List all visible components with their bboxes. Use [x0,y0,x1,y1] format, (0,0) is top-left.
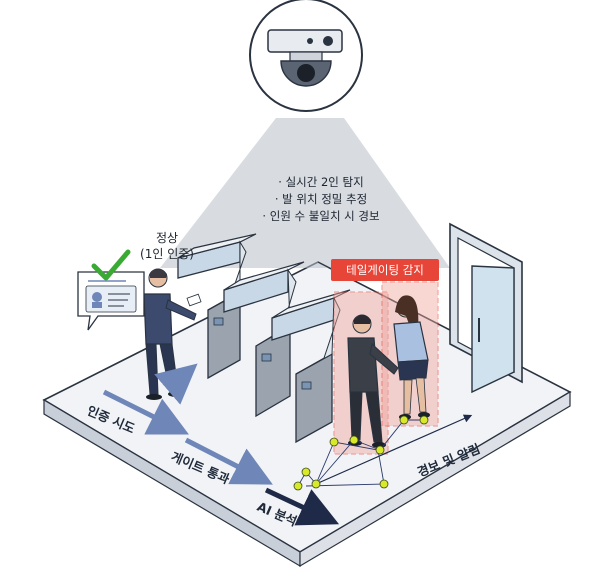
camera-view-cone [160,118,450,268]
normal-status-title: 정상 [155,231,179,245]
feature-item: · 실시간 2인 탐지 [278,175,364,189]
flow-arrow-step3 [264,487,340,526]
foot-points [293,415,429,491]
follower-person [347,314,399,448]
flow-arrow-step2 [184,437,273,485]
flow-arrow-step1 [102,389,189,435]
turnstile-gate-3 [271,289,351,444]
check-icon [91,249,131,281]
feature-item: · 인원 수 불일치 시 경보 [262,209,380,223]
id-card-bubble [77,271,145,331]
normal-status-label: 정상 (1인 인증) [128,230,206,262]
ceiling-camera [249,0,363,112]
normal-status-detail: (1인 인증) [140,247,194,261]
authorized-person [143,268,202,400]
exit-door [449,222,523,394]
camera-feature-list: · 실시간 2인 탐지 · 발 위치 정밀 추정 · 인원 수 불일치 시 경보 [236,174,406,225]
feature-item: · 발 위치 정밀 추정 [274,192,368,206]
walk-direction-arrow [154,363,198,405]
tailgating-alert-badge: 테일게이팅 감지 [331,259,439,281]
